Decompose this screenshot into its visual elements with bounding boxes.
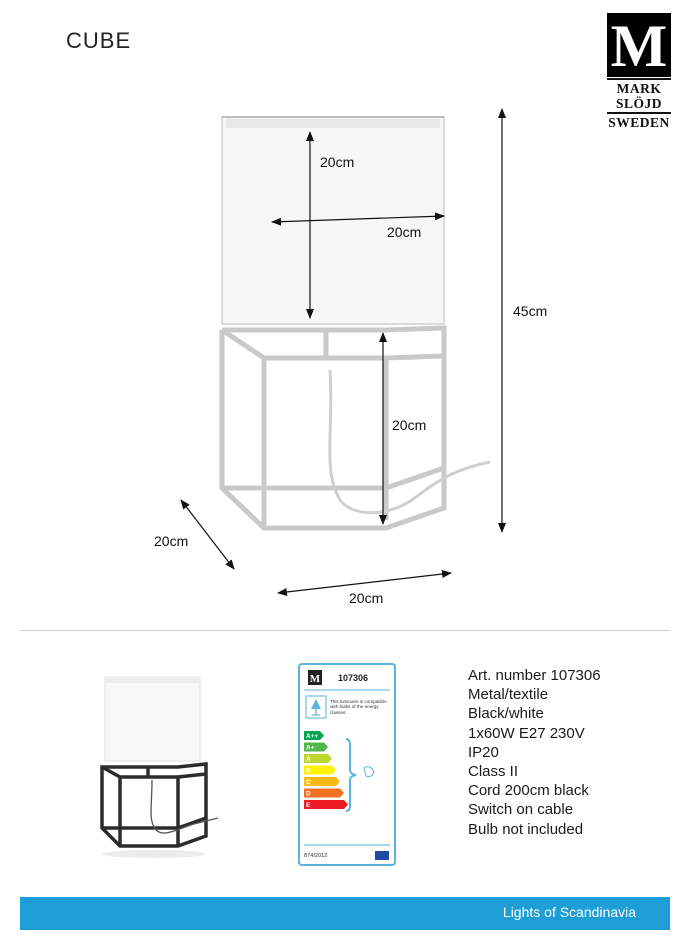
energy-label-text: This luminaire is compatible with bulbs … [330, 699, 387, 715]
energy-class-label: A+ [306, 745, 315, 752]
spec-line: IP20 [468, 743, 499, 761]
dim-shade-height: 20cm [320, 154, 355, 170]
footer-bar: Lights of Scandinavia [20, 897, 670, 930]
product-title: CUBE [66, 28, 132, 53]
energy-class-label: D [306, 791, 311, 798]
energy-label-article: 107306 [338, 673, 369, 683]
logo-letter: M [607, 13, 671, 79]
logo-rule [607, 112, 671, 114]
logo-line-1: MARK [616, 81, 662, 96]
dim-depth: 20cm [154, 533, 189, 549]
spec-line: Art. number 107306 [468, 667, 601, 684]
product-image [100, 676, 219, 858]
energy-class-bar [304, 765, 336, 775]
spec-line: Class II [468, 763, 519, 781]
section-divider [20, 630, 670, 631]
energy-label-regulation: 874/2012 [304, 853, 328, 859]
dim-total-height: 45cm [513, 303, 548, 319]
energy-class-label: B [306, 768, 311, 775]
logo-rule [607, 78, 671, 80]
spec-line: Bulb not included [468, 820, 584, 838]
dimension-arrows [180, 108, 506, 596]
svg-text:M: M [310, 673, 321, 685]
logo-line-2: SLÖJD [615, 96, 662, 111]
spec-line: Cord 200cm black [468, 782, 589, 800]
energy-class-bar [304, 777, 340, 786]
lamp-shade [221, 116, 445, 325]
energy-class-bar [304, 788, 344, 798]
energy-class-bar [304, 742, 328, 752]
energy-class-bar [304, 754, 332, 763]
energy-class-bar [304, 731, 324, 740]
energy-class-label: A++ [306, 733, 318, 740]
spec-list: Art. number 107306 Metal/textile Black/w… [468, 666, 601, 839]
energy-class-label: E [306, 802, 311, 809]
power-cord [328, 369, 491, 515]
spec-line: Switch on cable [468, 801, 574, 819]
dim-frame-height: 20cm [392, 417, 427, 433]
energy-class-label: A [306, 756, 311, 763]
technical-drawing [180, 108, 506, 596]
logo-line-3: SWEDEN [608, 115, 670, 130]
brand-logo: M MARK SLÖJD SWEDEN [607, 13, 671, 133]
dim-shade-width: 20cm [387, 224, 422, 240]
footer-tagline: Lights of Scandinavia [502, 904, 636, 920]
spec-line: Black/white [468, 705, 544, 723]
spec-line: Metal/textile [468, 686, 549, 704]
energy-class-bar [304, 800, 348, 809]
energy-class-label: C [306, 779, 311, 786]
spec-line: 1x60W E27 230V [468, 724, 585, 742]
dim-width: 20cm [349, 590, 384, 606]
